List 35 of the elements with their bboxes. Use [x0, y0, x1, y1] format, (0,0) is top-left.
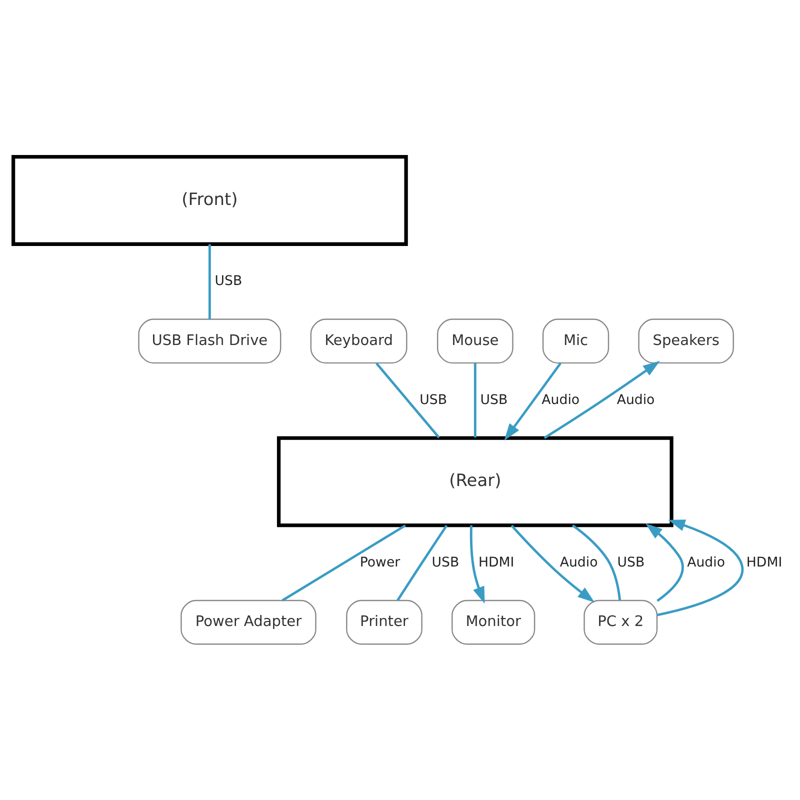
edge-label: HDMI: [746, 554, 782, 570]
edge-label: Audio: [542, 392, 580, 408]
edge-label: USB: [432, 554, 460, 570]
connector: [376, 362, 440, 438]
connector: [208, 244, 211, 319]
connector: [396, 524, 448, 601]
connector: [282, 524, 406, 601]
edge-label: USB: [617, 554, 645, 570]
edge-label: HDMI: [478, 554, 514, 570]
arrow: [645, 522, 684, 602]
node-box: Printer: [346, 599, 422, 644]
node-box: Mouse: [436, 318, 514, 364]
edge-label: Audio: [687, 554, 726, 570]
node-box: (Rear): [276, 436, 674, 527]
node-box: Speakers: [638, 318, 734, 364]
connector: [474, 362, 476, 438]
node-box: Keyboard: [310, 318, 408, 364]
node-box: (Front): [12, 154, 408, 246]
node-box: USB Flash Drive: [138, 318, 282, 364]
edge-label: USB: [420, 392, 448, 408]
arrow: [656, 519, 744, 616]
arrow: [504, 362, 562, 440]
node-box: Monitor: [452, 599, 536, 644]
arrow: [470, 524, 485, 604]
edge-label: Audio: [616, 392, 655, 408]
edge-label: USB: [214, 274, 242, 289]
node-box: PC x 2: [584, 599, 658, 644]
edge-label: Audio: [560, 554, 598, 570]
node-box: Power Adapter: [180, 599, 316, 644]
edge-label: Power: [360, 554, 400, 570]
edge-label: USB: [480, 392, 508, 408]
connector: [572, 524, 622, 600]
arrow: [544, 360, 660, 438]
arrow: [510, 524, 595, 602]
node-box: Mic: [542, 318, 610, 364]
